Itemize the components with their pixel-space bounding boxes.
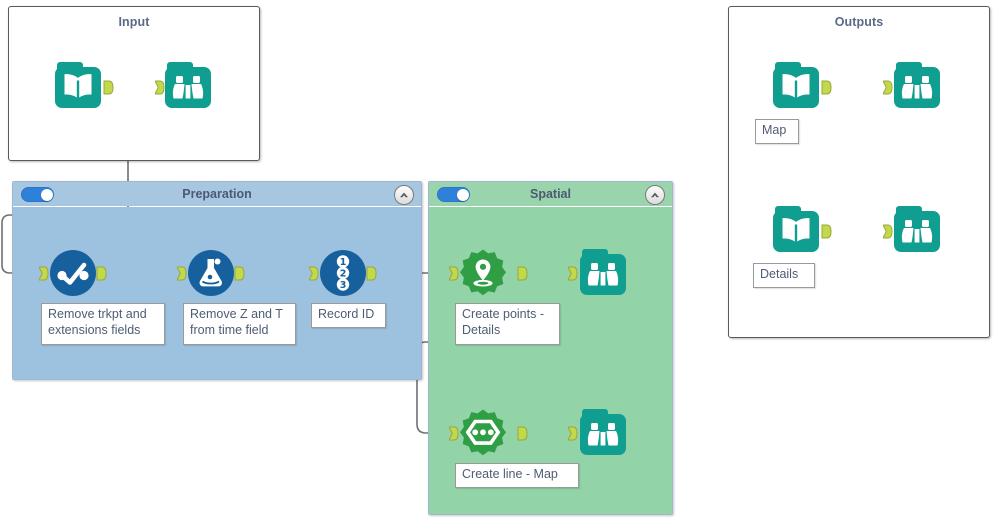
- tool-output-map-browse[interactable]: [894, 62, 940, 108]
- polyline-icon: [458, 408, 508, 458]
- binoculars-icon: [580, 409, 626, 455]
- toggle-knob: [40, 188, 53, 201]
- output-anchor[interactable]: [517, 426, 528, 441]
- container-outputs[interactable]: Outputs: [728, 6, 990, 338]
- flask-glyph: [199, 258, 222, 287]
- tool-create-points[interactable]: [458, 248, 508, 298]
- open-book-glyph: [782, 218, 810, 243]
- map-pin-glyph: [460, 249, 506, 296]
- binoculars-glyph: [587, 423, 619, 446]
- container-input-title: Input: [118, 15, 150, 29]
- numbers-123-icon: 1 2 3: [320, 250, 366, 296]
- tool-input-book[interactable]: [55, 62, 101, 108]
- flask-icon: [188, 250, 234, 296]
- binoculars-glyph: [172, 76, 204, 99]
- svg-text:1: 1: [340, 257, 347, 268]
- binoculars-icon: [165, 62, 211, 108]
- input-anchor[interactable]: [449, 426, 460, 441]
- container-spatial-toggle[interactable]: [437, 187, 470, 202]
- annotation-select-tool: Remove trkpt and extensions fields: [41, 303, 165, 345]
- input-anchor[interactable]: [568, 266, 579, 281]
- open-book-icon: [55, 62, 101, 108]
- output-anchor[interactable]: [96, 266, 107, 281]
- output-anchor[interactable]: [103, 80, 114, 95]
- output-anchor[interactable]: [517, 266, 528, 281]
- annotation-record-id-tool: Record ID: [311, 303, 386, 328]
- tool-points-browse[interactable]: [580, 249, 626, 295]
- binoculars-glyph: [587, 263, 619, 286]
- annotation-create-points: Create points - Details: [455, 303, 560, 345]
- container-preparation-toggle[interactable]: [21, 187, 54, 202]
- input-anchor[interactable]: [39, 266, 50, 281]
- tool-output-details-book[interactable]: [773, 206, 819, 252]
- open-book-glyph: [64, 74, 92, 99]
- select-check-glyph: [57, 262, 89, 285]
- toggle-knob: [456, 188, 469, 201]
- tool-line-browse[interactable]: [580, 409, 626, 455]
- binoculars-glyph: [901, 220, 933, 243]
- input-anchor[interactable]: [883, 224, 894, 239]
- svg-text:2: 2: [340, 269, 347, 280]
- container-preparation-title: Preparation: [182, 187, 252, 201]
- container-input[interactable]: Input: [8, 6, 260, 161]
- binoculars-glyph: [901, 76, 933, 99]
- tool-formula[interactable]: [188, 250, 234, 296]
- binoculars-icon: [894, 62, 940, 108]
- container-outputs-title: Outputs: [834, 15, 884, 29]
- annotation-formula-tool: Remove Z and T from time field: [183, 303, 296, 345]
- annotation-output-map: Map: [755, 119, 799, 144]
- output-anchor[interactable]: [821, 224, 832, 239]
- collapse-icon[interactable]: [394, 185, 414, 205]
- tool-record-id[interactable]: 1 2 3: [320, 250, 366, 296]
- numbers-123-glyph: 1 2 3: [336, 255, 350, 291]
- tool-select[interactable]: [50, 250, 96, 296]
- collapse-icon[interactable]: [645, 185, 665, 205]
- binoculars-icon: [894, 206, 940, 252]
- tool-output-details-browse[interactable]: [894, 206, 940, 252]
- svg-text:3: 3: [340, 280, 347, 291]
- annotation-create-line: Create line - Map: [455, 463, 579, 488]
- polyline-glyph: [460, 409, 506, 456]
- tool-input-browse[interactable]: [165, 62, 211, 108]
- output-anchor[interactable]: [366, 266, 377, 281]
- open-book-glyph: [782, 74, 810, 99]
- collapse-glyph: [400, 192, 408, 198]
- input-anchor[interactable]: [568, 426, 579, 441]
- container-spatial-header[interactable]: Spatial: [429, 182, 672, 206]
- output-anchor[interactable]: [234, 266, 245, 281]
- input-anchor[interactable]: [177, 266, 188, 281]
- select-check-icon: [50, 250, 96, 296]
- binoculars-icon: [580, 249, 626, 295]
- input-anchor[interactable]: [449, 266, 460, 281]
- input-anchor[interactable]: [309, 266, 320, 281]
- open-book-icon: [773, 62, 819, 108]
- container-preparation-header[interactable]: Preparation: [13, 182, 421, 206]
- collapse-glyph: [651, 192, 659, 198]
- annotation-output-details: Details: [753, 263, 815, 288]
- open-book-icon: [773, 206, 819, 252]
- tool-create-line[interactable]: [458, 408, 508, 458]
- container-spatial-title: Spatial: [530, 187, 571, 201]
- input-anchor[interactable]: [883, 80, 894, 95]
- map-pin-icon: [458, 248, 508, 298]
- tool-output-map-book[interactable]: [773, 62, 819, 108]
- input-anchor[interactable]: [155, 80, 166, 95]
- output-anchor[interactable]: [821, 80, 832, 95]
